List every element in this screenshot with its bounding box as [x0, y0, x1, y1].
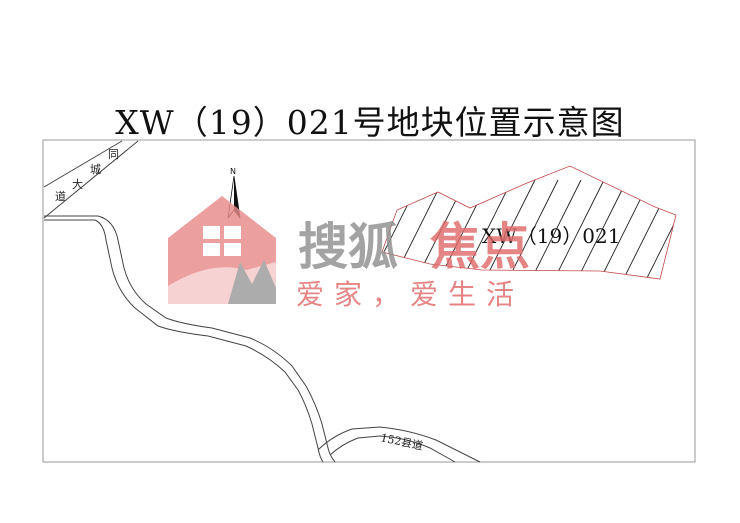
- map-frame: [42, 139, 696, 463]
- county-road-152: [317, 426, 481, 463]
- datong-avenue-road: [43, 140, 139, 219]
- datong-road-labels: 同 城 大 道: [55, 148, 119, 203]
- watermark-slogan: 爱家，爱生活: [296, 278, 524, 311]
- watermark-brand-2: 焦点: [430, 218, 530, 276]
- road-char-2: 城: [90, 163, 101, 176]
- house-logo-icon: [168, 196, 276, 304]
- road-char-4: 道: [55, 189, 66, 203]
- road-char-1: 同: [108, 148, 119, 161]
- north-label: N: [230, 167, 236, 176]
- map-title: XW（19）021号地块位置示意图: [115, 103, 625, 142]
- main-road: [44, 215, 336, 463]
- road-char-3: 大: [72, 177, 83, 191]
- watermark-brand-1: 搜狐: [298, 218, 398, 276]
- parcel-label: XW（19）021: [482, 224, 620, 248]
- watermark: 搜狐 焦点 爱家，爱生活: [168, 196, 530, 311]
